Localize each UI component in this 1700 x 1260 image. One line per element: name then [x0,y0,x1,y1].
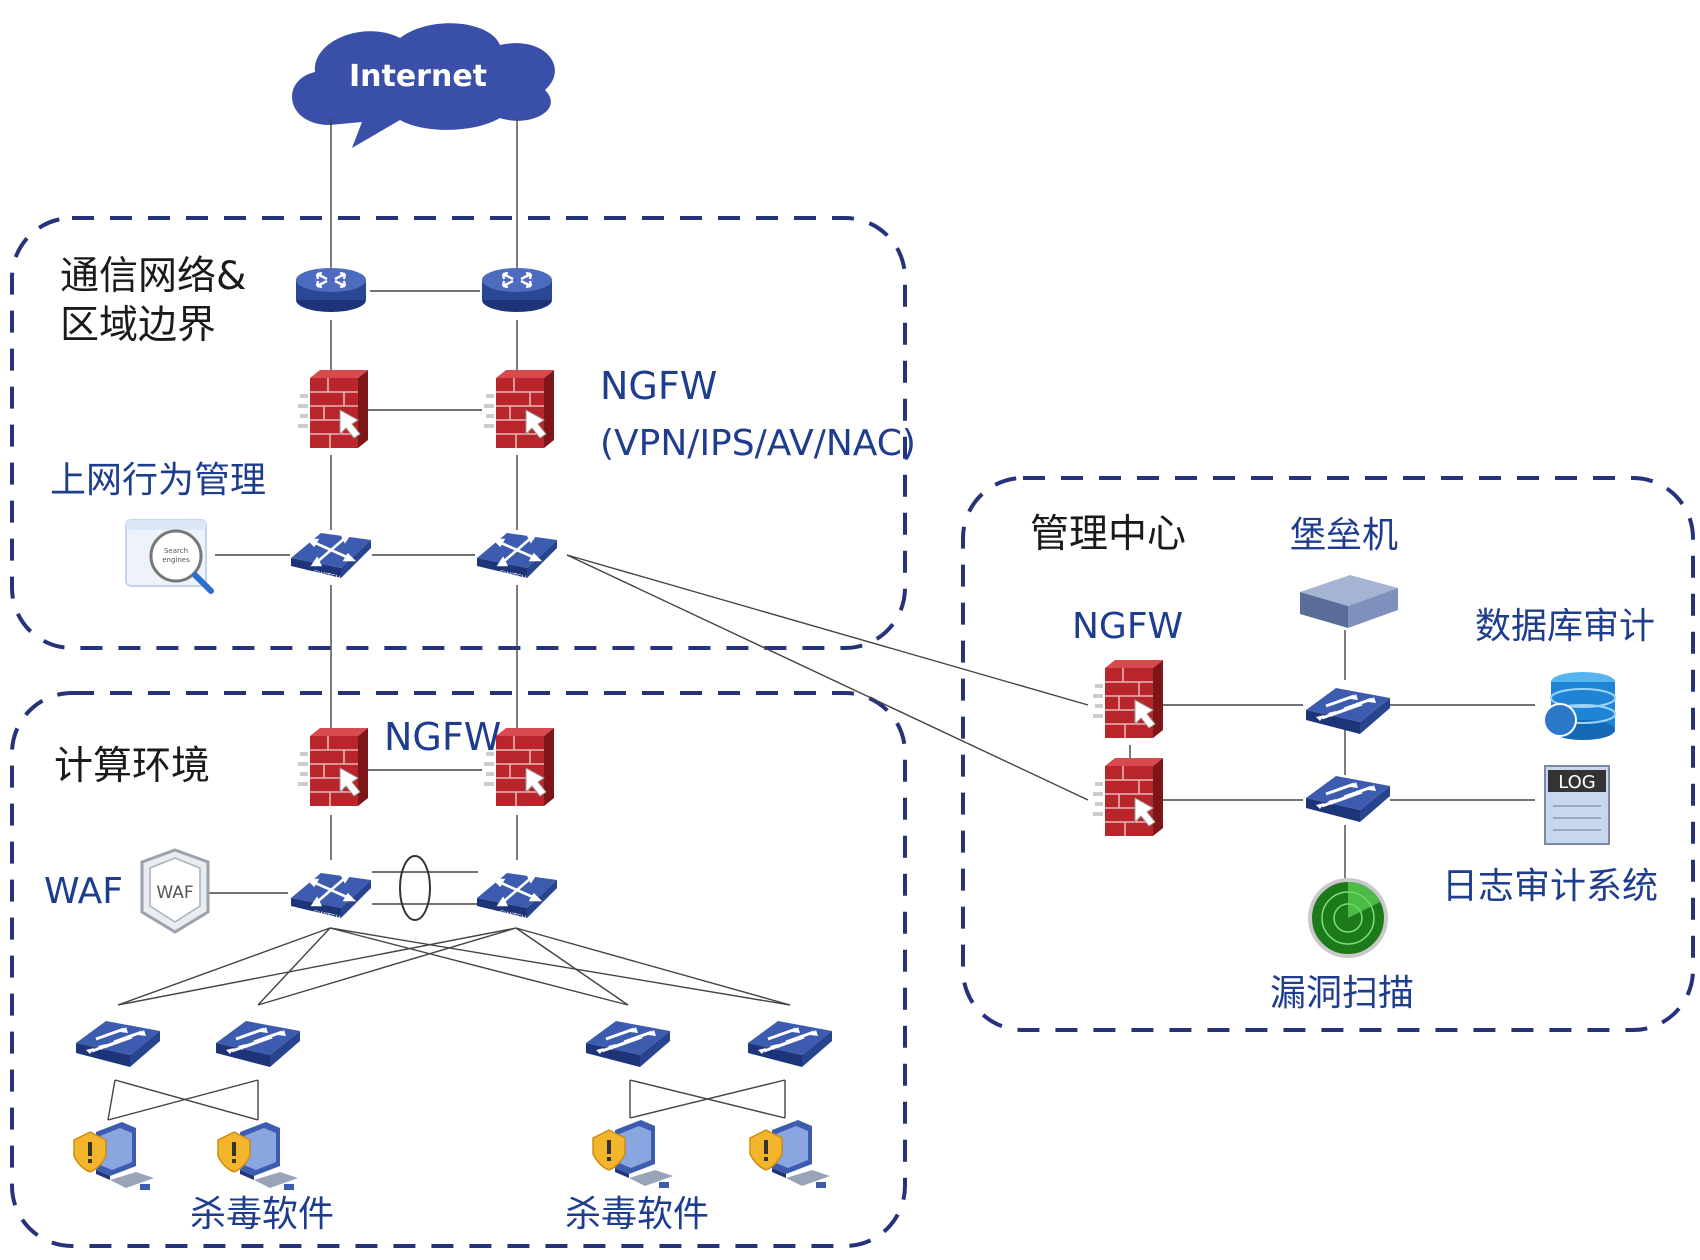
ngfw-top-label: NGFW [600,364,717,408]
pc-antivirus-2 [217,1121,299,1191]
bastion-label: 堡垒机 [1290,515,1398,556]
database-icon [1543,672,1616,740]
web-behavior-label: 上网行为管理 [50,460,266,501]
search-icon-text-1: Search [164,547,188,555]
mgmt-switch-bottom [1304,774,1392,824]
access-switch-4 [746,1019,834,1069]
firewall-icon-border-right [483,369,555,449]
zone-title-border-1: 通信网络& [60,254,246,299]
access-switch-3 [584,1019,672,1069]
router-left [294,266,368,314]
search-engine-icon: Search engines [125,519,214,594]
access-switch-1 [74,1019,162,1069]
router-right [480,266,554,314]
zone-title-compute: 计算环境 [54,744,210,789]
waf-label: WAF [44,871,123,912]
internet-cloud: Internet [292,23,555,148]
firewall-icon-compute-left [297,727,369,807]
zone-management-center [961,476,1695,1032]
antivirus-label-left: 杀毒软件 [190,1194,334,1235]
mgmt-switch-top [1304,686,1392,736]
pc-antivirus-1 [73,1121,155,1191]
pc-antivirus-3 [592,1119,674,1189]
log-file-icon: LOG [1544,765,1610,845]
pc-antivirus-4 [749,1119,831,1189]
internet-label: Internet [349,59,487,94]
links [107,118,1535,1121]
core-switch-border-right [475,531,559,584]
firewall-icon-mgmt-bottom [1092,757,1164,837]
ngfw-compute-label: NGFW [384,715,501,759]
bastion-server-icon [1300,575,1398,628]
log-audit-label: 日志审计系统 [1442,866,1658,907]
vuln-scan-label: 漏洞扫描 [1270,973,1414,1014]
ngfw-top-sublabel: (VPN/IPS/AV/NAC) [600,423,916,464]
search-icon-text-2: engines [162,556,190,564]
firewall-icon-border-left [297,369,369,449]
antivirus-label-right: 杀毒软件 [565,1194,709,1235]
waf-shield-icon: WAF [140,848,210,934]
db-audit-label: 数据库审计 [1475,606,1655,647]
access-switch-2 [214,1019,302,1069]
firewall-icon-mgmt-top [1092,659,1164,739]
zone-border-network [10,216,907,650]
core-switch-border-left [289,531,373,584]
core-switch-compute-left [289,871,373,924]
zone-compute-environment [10,691,907,1248]
log-badge-text: LOG [1558,772,1596,793]
zone-title-border-2: 区域边界 [60,303,216,348]
ngfw-mgmt-label: NGFW [1072,606,1183,647]
waf-badge-text: WAF [156,883,193,903]
zone-title-management: 管理中心 [1030,512,1186,557]
radar-scan-icon [1308,878,1388,958]
core-switch-compute-right [475,871,559,924]
